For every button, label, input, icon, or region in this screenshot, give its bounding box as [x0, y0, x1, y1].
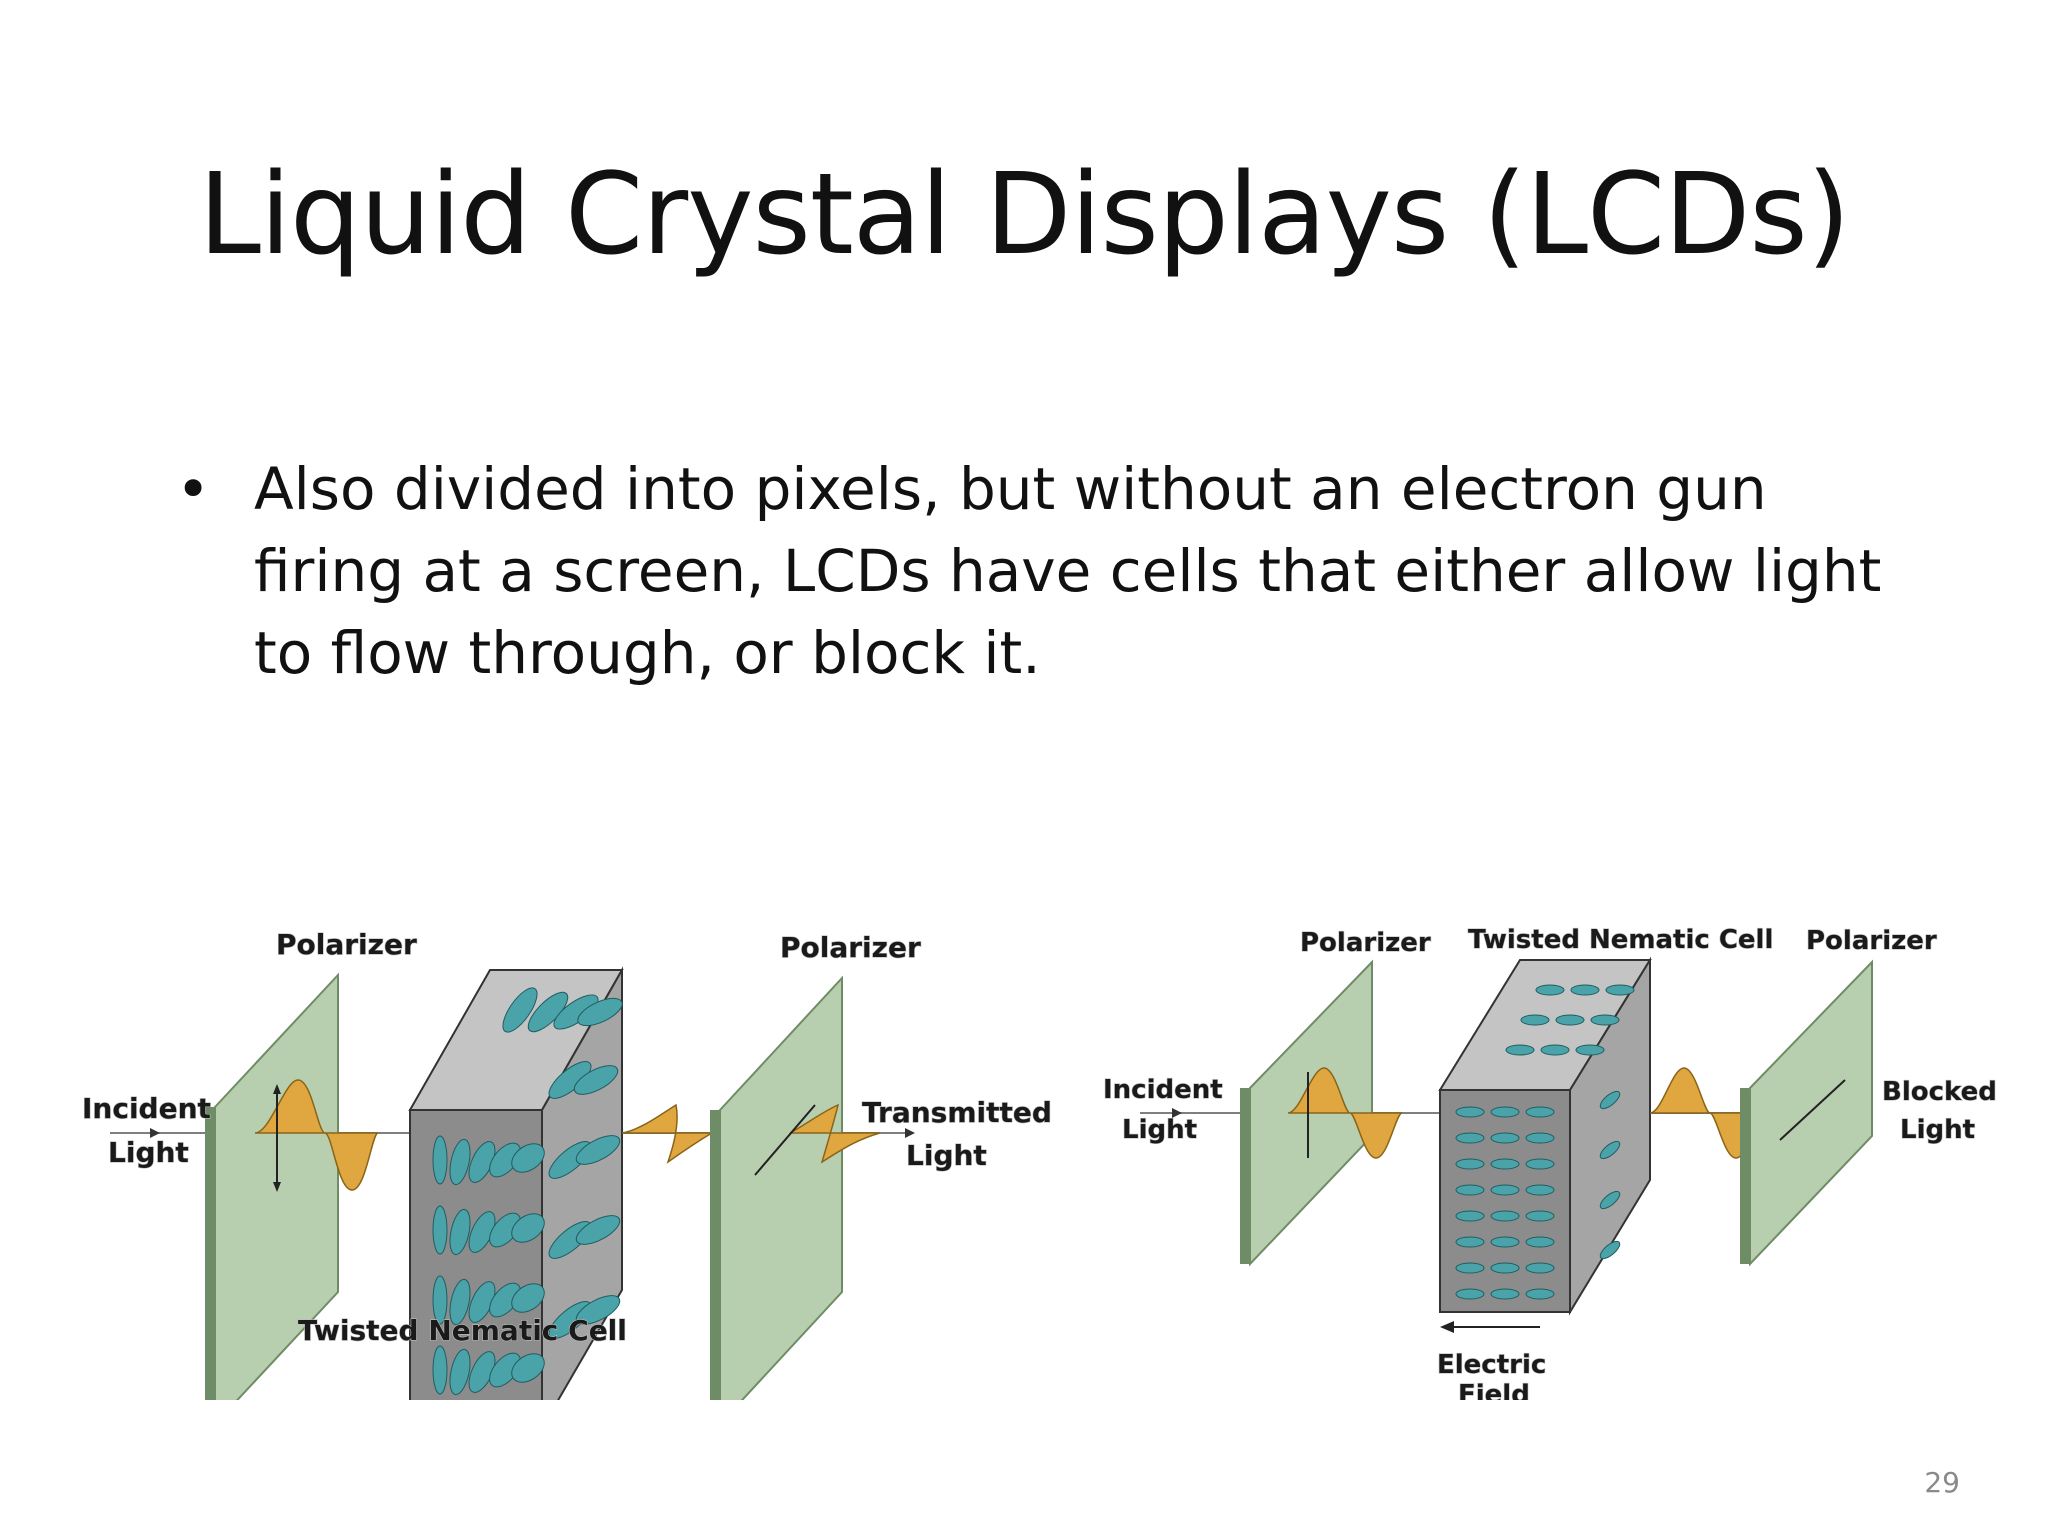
- right-crystal-molecules: [1455, 984, 1635, 1300]
- left-diagram: Polarizer Polarizer Incident Light Trans…: [81, 927, 1053, 1400]
- right-incident-label: Incident: [1103, 1075, 1223, 1105]
- left-transmitted-label: Transmitted: [862, 1096, 1052, 1129]
- right-polarizer-2-label: Polarizer: [1806, 926, 1937, 956]
- page-number: 29: [1924, 1466, 1960, 1499]
- slide-title: Liquid Crystal Displays (LCDs): [198, 150, 1851, 280]
- right-blocked-label: Blocked: [1882, 1077, 1997, 1107]
- right-blocked-polarization: [1779, 1079, 1846, 1141]
- right-field-arrowhead: [1440, 1321, 1454, 1333]
- right-incident-light-label: Light: [1122, 1115, 1197, 1145]
- right-tn-cell: [1438, 956, 1652, 1316]
- left-polarizer-1-label: Polarizer: [276, 928, 417, 961]
- right-polarizer-1-label: Polarizer: [1300, 928, 1431, 958]
- right-field-label: Electric: [1437, 1350, 1546, 1380]
- right-cell-label: Twisted Nematic Cell: [1468, 925, 1773, 955]
- left-polarizer-2-label: Polarizer: [780, 931, 921, 964]
- left-transmitted-arrow: [905, 1128, 915, 1138]
- right-polarizer-2: [1740, 959, 1873, 1267]
- left-crystal-molecules: [432, 987, 623, 1396]
- right-incident-arrow: [1172, 1108, 1182, 1118]
- left-transmitted-wave: [789, 1103, 881, 1164]
- bullet-text: Also divided into pixels, but without an…: [254, 455, 1882, 687]
- lcd-figures: Polarizer Polarizer Incident Light Trans…: [81, 924, 1997, 1400]
- left-polarizer-2: [710, 975, 843, 1400]
- left-cell-label: Twisted Nematic Cell: [298, 1314, 627, 1347]
- left-transmitted-light-label: Light: [906, 1139, 987, 1172]
- left-incident-label: Incident: [82, 1092, 211, 1125]
- bullet-marker: •: [176, 455, 211, 523]
- left-incident-wave: [254, 1079, 379, 1191]
- left-rotated-wave: [621, 1103, 715, 1164]
- left-transmitted-polarization: [754, 1104, 816, 1176]
- right-blocked-light-label: Light: [1900, 1115, 1975, 1145]
- left-incident-arrow: [150, 1128, 160, 1138]
- right-diagram: Polarizer Twisted Nematic Cell Polarizer…: [1102, 924, 1997, 1400]
- right-field-label-2: Field: [1458, 1380, 1530, 1400]
- left-incident-light-label: Light: [108, 1136, 189, 1169]
- left-tn-cell: [408, 966, 624, 1400]
- right-incident-wave: [1287, 1067, 1403, 1159]
